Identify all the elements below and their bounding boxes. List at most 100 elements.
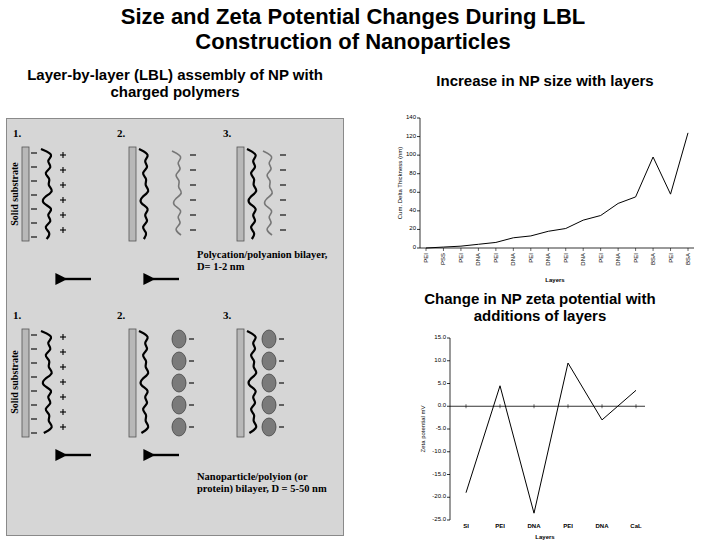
polymer-chain bbox=[172, 151, 181, 235]
tick-mark bbox=[478, 248, 479, 251]
tick-mark bbox=[447, 338, 450, 339]
zero-line bbox=[450, 406, 645, 407]
axis-tick: 0 bbox=[376, 244, 416, 251]
nanoparticle bbox=[172, 330, 186, 348]
charge-sign bbox=[31, 166, 37, 167]
axis-category: DNA bbox=[580, 253, 587, 266]
tick-mark bbox=[417, 136, 420, 137]
bilayer-caption: Nanoparticle/polyion (or protein) bilaye… bbox=[197, 471, 339, 495]
tick-mark bbox=[500, 404, 501, 408]
charge-sign bbox=[62, 227, 63, 233]
tick-mark bbox=[447, 474, 450, 475]
charge-sign bbox=[189, 382, 194, 383]
charge-sign bbox=[280, 199, 286, 200]
axis-tick: -25.0 bbox=[404, 516, 446, 523]
tick-mark bbox=[447, 497, 450, 498]
tick-mark bbox=[443, 248, 444, 251]
axis-tick: 10.0 bbox=[404, 357, 446, 364]
tick-mark bbox=[636, 404, 637, 408]
charge-sign bbox=[190, 229, 196, 230]
charge-sign bbox=[189, 338, 194, 339]
polymer-chain bbox=[139, 149, 148, 239]
step-number: 2. bbox=[117, 309, 125, 322]
axis-category: PEI bbox=[597, 253, 604, 263]
charge-sign bbox=[62, 409, 63, 415]
charge-sign bbox=[280, 214, 286, 215]
process-arrow bbox=[153, 454, 179, 456]
tick-mark bbox=[565, 248, 566, 251]
tick-mark bbox=[417, 248, 420, 249]
charge-sign bbox=[62, 334, 63, 340]
solid-substrate bbox=[237, 329, 244, 437]
tick-mark bbox=[447, 383, 450, 384]
axis-tick: 100 bbox=[376, 151, 416, 158]
size-chart bbox=[417, 118, 694, 251]
charge-sign bbox=[62, 349, 63, 355]
tick-mark bbox=[583, 248, 584, 251]
axis-category: PEI bbox=[457, 253, 464, 263]
axis-category: DNA bbox=[475, 253, 482, 266]
charge-sign bbox=[31, 236, 37, 237]
axis-tick: 40 bbox=[376, 207, 416, 214]
charge-sign bbox=[31, 222, 37, 223]
charge-sign bbox=[190, 184, 196, 185]
axis-category: PEI bbox=[423, 253, 430, 263]
illustration-panel: 1.Solid substrate2.3.Polycation/polyanio… bbox=[6, 118, 344, 536]
polymer-chain bbox=[139, 331, 148, 433]
charge-sign bbox=[279, 360, 284, 361]
axis-tick: 20 bbox=[376, 225, 416, 232]
polymer-chain bbox=[41, 331, 52, 433]
polymer-chain bbox=[247, 149, 256, 239]
tick-mark bbox=[460, 248, 461, 251]
solid-substrate bbox=[129, 147, 136, 241]
step-number: 2. bbox=[117, 127, 125, 140]
tick-mark bbox=[495, 248, 496, 251]
axis-category: BSA bbox=[685, 253, 692, 265]
charge-sign bbox=[62, 379, 63, 385]
slide-title: Size and Zeta Potential Changes During L… bbox=[88, 4, 618, 55]
nanoparticle bbox=[172, 374, 186, 392]
polymer-chain bbox=[41, 149, 52, 239]
axis-category: PEI bbox=[548, 523, 588, 530]
charge-sign bbox=[190, 154, 196, 155]
tick-mark bbox=[688, 248, 689, 251]
charge-sign bbox=[31, 390, 37, 391]
axis-category: PEI bbox=[492, 253, 499, 263]
chart-title: Change in NP zeta potential with additio… bbox=[410, 290, 670, 325]
axis-tick: 5.0 bbox=[404, 380, 446, 387]
tick-mark bbox=[417, 229, 420, 230]
solid-substrate bbox=[129, 329, 136, 437]
tick-mark bbox=[447, 520, 450, 521]
charge-sign bbox=[190, 169, 196, 170]
tick-mark bbox=[447, 406, 450, 407]
tick-mark bbox=[530, 248, 531, 251]
axis-line bbox=[420, 118, 421, 248]
charge-sign bbox=[62, 182, 63, 188]
tick-mark bbox=[568, 404, 569, 408]
tick-mark bbox=[600, 248, 601, 251]
charge-sign bbox=[280, 154, 286, 155]
axis-category: PEI bbox=[527, 253, 534, 263]
nanoparticle bbox=[262, 396, 276, 414]
axis-category: DNA bbox=[514, 523, 554, 530]
charge-sign bbox=[280, 229, 286, 230]
solid-substrate bbox=[237, 147, 244, 241]
axis-category: DNA bbox=[582, 523, 622, 530]
substrate-label: Solid substrate bbox=[9, 350, 21, 414]
axis-category: PEI bbox=[480, 523, 520, 530]
charge-sign bbox=[31, 418, 37, 419]
charge-sign bbox=[31, 362, 37, 363]
charge-sign bbox=[189, 404, 194, 405]
process-arrow bbox=[153, 278, 179, 280]
nanoparticle bbox=[262, 352, 276, 370]
substrate-label: Solid substrate bbox=[9, 162, 21, 226]
axis-category: DNA bbox=[545, 253, 552, 266]
tick-mark bbox=[513, 248, 514, 251]
axis-tick: 60 bbox=[376, 188, 416, 195]
nanoparticle bbox=[262, 418, 276, 436]
charge-sign bbox=[62, 364, 63, 370]
charge-sign bbox=[31, 334, 37, 335]
axis-title: Layers bbox=[495, 534, 595, 541]
axis-category: SI bbox=[446, 523, 486, 530]
